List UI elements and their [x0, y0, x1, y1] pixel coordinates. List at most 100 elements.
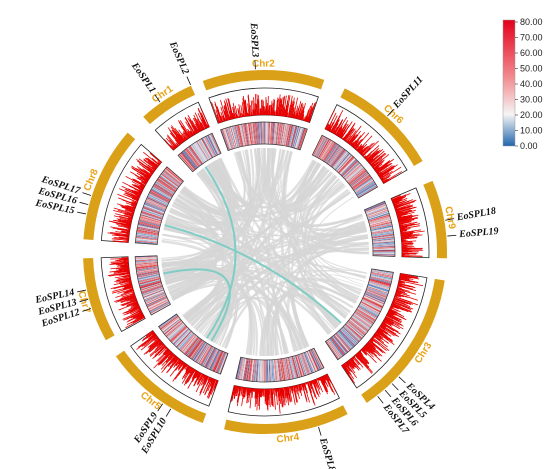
density-bar [122, 181, 143, 193]
heat-cell [148, 300, 169, 311]
heat-cell [140, 213, 162, 221]
heat-cell [226, 127, 234, 149]
heat-cell [218, 352, 227, 374]
heat-cell [143, 205, 165, 215]
heat-cell [369, 220, 392, 227]
heat-cell [372, 245, 395, 248]
density-bar [173, 358, 181, 367]
density-bar [121, 292, 135, 298]
highlight-link [163, 268, 231, 342]
density-bar [375, 331, 381, 336]
heat-cell [370, 223, 392, 229]
heat-cell [370, 274, 393, 280]
heat-cell [234, 125, 241, 147]
heat-cell [178, 154, 194, 172]
density-bar [290, 97, 295, 118]
heat-cell [154, 183, 174, 196]
heat-cell [344, 324, 361, 341]
heat-cell [160, 174, 179, 189]
heat-cell [190, 340, 204, 360]
heat-cell [201, 346, 214, 366]
heat-cell [136, 270, 159, 275]
density-bar [111, 261, 129, 264]
density-bar [296, 114, 299, 119]
heat-cell [270, 359, 273, 382]
heat-cell [333, 334, 349, 353]
heat-cell [182, 151, 197, 169]
heat-cell [278, 123, 283, 145]
heat-cell [296, 127, 304, 149]
heat-cell [171, 326, 188, 343]
heat-cell [139, 281, 162, 288]
density-bar [130, 307, 140, 313]
heat-cell [372, 237, 395, 241]
density-bar [110, 260, 129, 263]
heat-cell [255, 122, 258, 145]
heat-cell [187, 147, 202, 166]
heat-cell [240, 124, 245, 146]
heat-cell [235, 125, 241, 147]
heat-cell [181, 334, 197, 353]
density-bar [324, 109, 335, 130]
heat-cell [191, 341, 205, 360]
heat-cell [211, 350, 222, 371]
heat-cell [143, 204, 165, 213]
heat-cell [264, 121, 266, 145]
density-bar [125, 208, 135, 213]
heat-cell [241, 124, 246, 146]
heat-cell [205, 136, 217, 156]
synteny-link [172, 160, 317, 301]
density-bar [114, 294, 135, 302]
density-bar [147, 166, 155, 172]
heat-cell [158, 314, 178, 328]
heat-cell [336, 332, 352, 350]
heat-cell [207, 348, 218, 369]
heat-cell [352, 176, 372, 190]
heat-cell [364, 202, 386, 212]
heat-cell [144, 203, 165, 212]
heat-cell [137, 228, 159, 233]
heat-cell [269, 359, 271, 382]
heat-cell [356, 182, 376, 195]
heat-cell [139, 217, 161, 225]
heat-cell [362, 298, 383, 309]
heat-frame [220, 121, 308, 151]
density-bar [170, 132, 181, 145]
heat-cell [258, 122, 260, 145]
heat-cell [146, 197, 167, 208]
heat-cell [372, 251, 395, 253]
density-bar [132, 305, 140, 310]
density-bar [248, 388, 251, 403]
heat-cell [245, 358, 250, 381]
density-bar [395, 205, 414, 212]
heat-cell [350, 172, 369, 187]
heat-cell [278, 122, 282, 145]
density-bar [170, 145, 175, 150]
synteny-link [283, 151, 347, 319]
heat-cell [338, 156, 354, 174]
density-bar [123, 311, 142, 321]
heat-cell [305, 351, 315, 373]
heat-cell [309, 350, 319, 371]
density-bar [269, 388, 271, 408]
heat-cell [135, 237, 158, 241]
heat-cell [144, 292, 166, 302]
heat-cell [360, 301, 381, 312]
heat-cell [302, 353, 311, 375]
heat-cell [351, 173, 370, 188]
heat-cell [332, 150, 348, 169]
density-bar [383, 175, 397, 184]
heat-cell [161, 317, 180, 332]
heat-cell [183, 336, 198, 354]
heat-cell [342, 326, 360, 342]
heat-cell [349, 171, 368, 186]
heat-cell [140, 281, 162, 289]
density-bar [253, 97, 256, 116]
heat-cell [355, 311, 374, 324]
heat-cell [301, 353, 310, 375]
heat-cell [201, 346, 213, 366]
heat-cell [370, 273, 393, 280]
heat-cell [186, 148, 201, 167]
heat-cell [284, 124, 289, 146]
heat-cell [329, 338, 344, 357]
